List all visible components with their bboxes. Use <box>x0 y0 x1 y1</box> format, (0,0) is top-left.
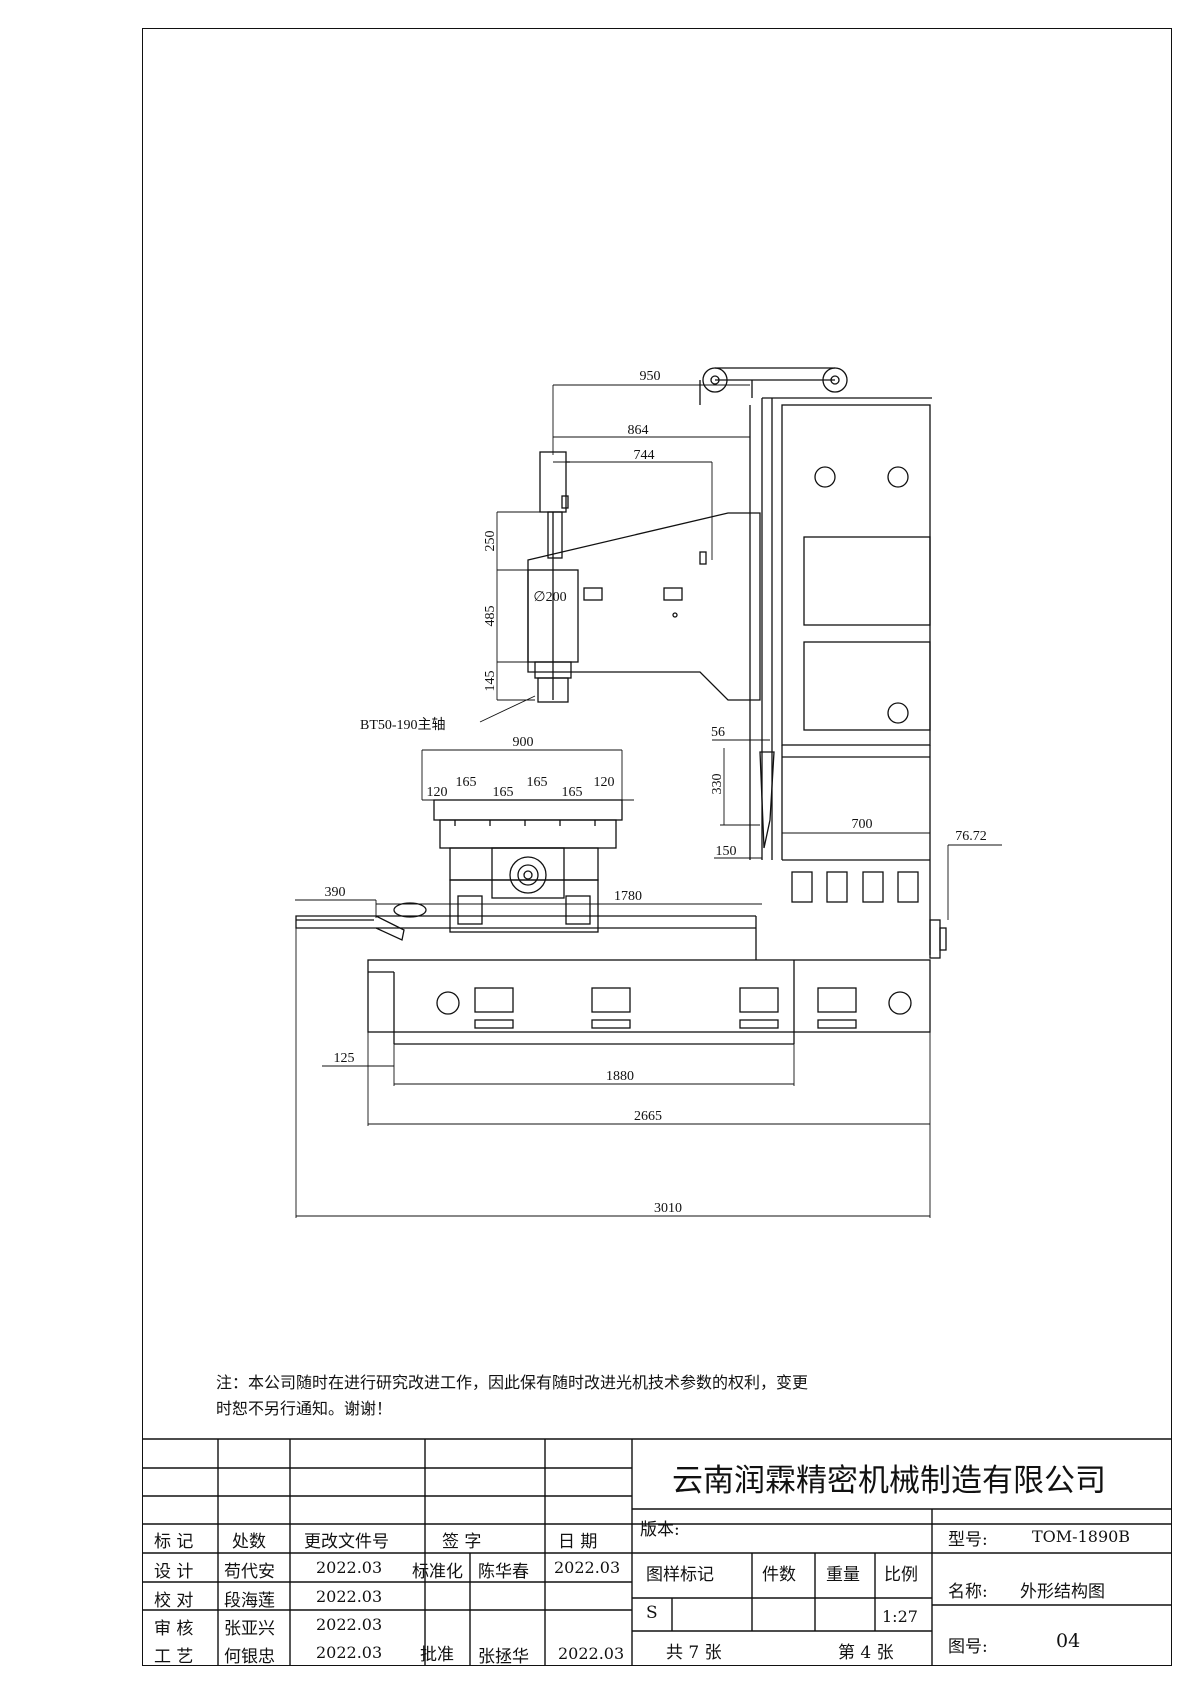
name-design: 苟代安 <box>224 1562 275 1582</box>
model-label: 型号: <box>948 1530 988 1550</box>
dim-150: 150 <box>716 844 737 859</box>
header-doc: 更改文件号 <box>304 1532 389 1552</box>
drawing-no-value: 04 <box>1056 1630 1081 1652</box>
standard-label: 标准化 <box>412 1562 463 1582</box>
dim-330: 330 <box>710 774 725 795</box>
dim-390: 390 <box>325 885 346 900</box>
drawing-no-label: 图号: <box>948 1637 988 1657</box>
sample-value: S <box>646 1603 658 1623</box>
table-top <box>433 799 623 821</box>
sheet-number: 第 4 张 <box>838 1643 894 1663</box>
dim-165-3: 165 <box>527 775 548 790</box>
dim-165-4: 165 <box>562 785 583 800</box>
standard-date: 2022.03 <box>554 1558 621 1577</box>
rotary-hub <box>509 856 547 894</box>
column-panel-1 <box>803 536 931 626</box>
column-hole <box>814 466 836 488</box>
dim-120-left: 120 <box>427 785 448 800</box>
name-label: 名称: <box>948 1582 988 1602</box>
note-line-2: 时恕不另行通知。谢谢！ <box>216 1399 393 1418</box>
name-review: 张亚兴 <box>224 1619 275 1639</box>
scale-value: 1:27 <box>882 1607 918 1626</box>
dim-744: 744 <box>634 448 655 463</box>
column-hole <box>887 466 909 488</box>
column-panel-2 <box>803 641 931 731</box>
role-process: 工 艺 <box>154 1647 194 1667</box>
role-review: 审 核 <box>154 1619 194 1639</box>
approve-name: 张拯华 <box>478 1647 529 1667</box>
scale-label: 比例 <box>884 1565 918 1585</box>
name-check: 段海莲 <box>224 1591 275 1611</box>
dim-3010: 3010 <box>654 1201 682 1216</box>
dim-485: 485 <box>483 606 498 627</box>
dim-950: 950 <box>640 369 661 384</box>
sample-mark-label: 图样标记 <box>646 1565 714 1585</box>
header-sign: 签 字 <box>442 1532 482 1552</box>
side-handwheel <box>929 919 941 959</box>
column-hole <box>887 702 909 724</box>
date-process: 2022.03 <box>316 1643 383 1662</box>
company-name: 云南润霖精密机械制造有限公司 <box>672 1463 1106 1499</box>
headstock-body <box>527 512 761 701</box>
date-check: 2022.03 <box>316 1587 383 1606</box>
dim-phi200: ∅200 <box>533 590 566 605</box>
approve-label: 批准 <box>420 1645 454 1665</box>
dim-165-2: 165 <box>493 785 514 800</box>
name-value: 外形结构图 <box>1020 1582 1105 1602</box>
model-value: TOM-1890B <box>1032 1527 1131 1546</box>
dim-900: 900 <box>513 735 534 750</box>
total-sheets: 共 7 张 <box>666 1643 722 1663</box>
version-label: 版本: <box>640 1520 680 1540</box>
standard-name: 陈华春 <box>478 1562 529 1582</box>
header-count: 处数 <box>232 1532 266 1552</box>
dim-2665: 2665 <box>634 1109 662 1124</box>
spindle-label: BT50-190主轴 <box>360 717 446 733</box>
piece-count-label: 件数 <box>762 1565 796 1585</box>
dim-700: 700 <box>852 817 873 832</box>
revision-note: 注：本公司随时在进行研究改进工作，因此保有随时改进光机技术参数的权利，变更 时恕… <box>216 1370 976 1422</box>
dim-1880: 1880 <box>606 1069 634 1084</box>
dim-120-right: 120 <box>594 775 615 790</box>
dim-76-72: 76.72 <box>955 829 987 844</box>
weight-label: 重量 <box>826 1565 860 1585</box>
dim-145: 145 <box>483 671 498 692</box>
date-design: 2022.03 <box>316 1558 383 1577</box>
dim-56: 56 <box>711 725 725 740</box>
dim-250: 250 <box>483 531 498 552</box>
role-check: 校 对 <box>154 1591 194 1611</box>
dim-125: 125 <box>334 1051 355 1066</box>
header-date: 日 期 <box>558 1532 598 1552</box>
date-review: 2022.03 <box>316 1615 383 1634</box>
approve-date: 2022.03 <box>558 1644 625 1663</box>
role-design: 设 计 <box>154 1562 194 1582</box>
base-body <box>367 959 931 1033</box>
dim-864: 864 <box>628 423 649 438</box>
header-mark: 标 记 <box>154 1532 194 1552</box>
name-process: 何银忠 <box>224 1647 275 1667</box>
dim-1780: 1780 <box>614 889 642 904</box>
dim-165-1: 165 <box>456 775 477 790</box>
rotary-block <box>491 847 565 899</box>
note-line-1: 注：本公司随时在进行研究改进工作，因此保有随时改进光机技术参数的权利，变更 <box>216 1373 809 1392</box>
drawing-frame <box>142 28 1172 1666</box>
